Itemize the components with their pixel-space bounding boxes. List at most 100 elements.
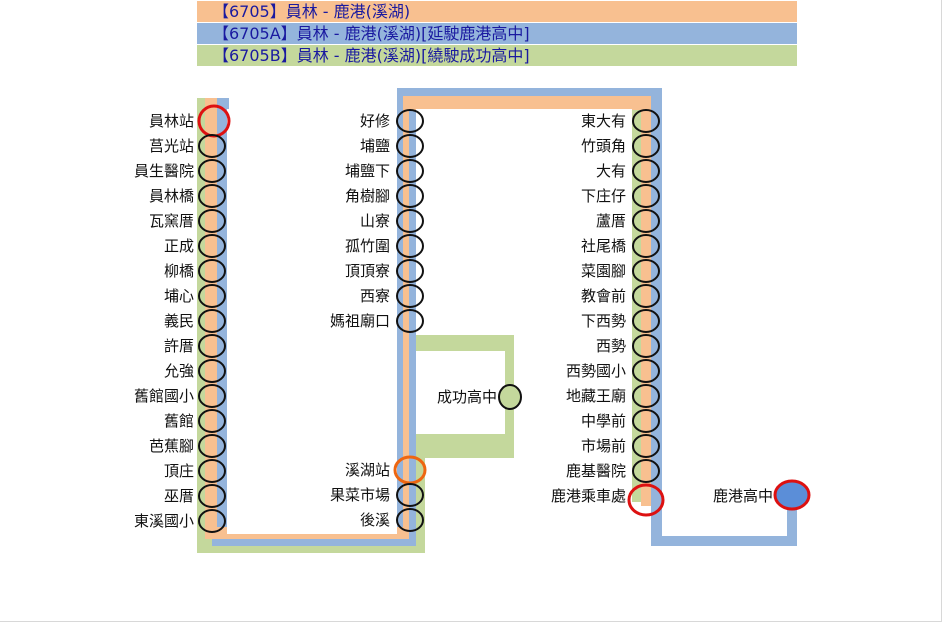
stop-label: 東大有 [581, 112, 626, 130]
stop-marker [198, 284, 226, 308]
stop-label: 教會前 [581, 287, 626, 305]
stop-marker [198, 234, 226, 258]
stop-label: 鹿港高中 [713, 487, 773, 505]
stop-marker [632, 259, 660, 283]
route-6705-band [641, 96, 651, 506]
stop-marker [198, 134, 226, 158]
route-6705-band [205, 98, 217, 539]
stop-marker [632, 359, 660, 383]
stop-marker [396, 284, 424, 308]
stop-label: 頂庄 [164, 462, 194, 480]
stop-label: 市場前 [581, 437, 626, 455]
stop-label: 蘆厝 [596, 212, 626, 230]
stop-marker [632, 134, 660, 158]
stop-label: 義民 [164, 312, 194, 330]
route-interior [425, 458, 632, 558]
stop-label: 山寮 [360, 212, 390, 230]
stop-marker [632, 209, 660, 233]
stop-label: 地藏王廟 [566, 387, 626, 405]
stop-marker [396, 134, 424, 158]
stop-label: 埔心 [164, 287, 194, 305]
route-6705a-extension [651, 536, 797, 546]
stop-marker [198, 484, 226, 508]
stop-label: 舊館 [164, 412, 194, 430]
stop-marker [632, 234, 660, 258]
stop-label: 果菜市場 [330, 486, 390, 504]
extension-terminal-marker [773, 479, 811, 511]
stop-marker [198, 409, 226, 433]
stop-label: 大有 [596, 162, 626, 180]
stop-marker [632, 384, 660, 408]
stop-marker [632, 459, 660, 483]
stop-label: 西勢國小 [566, 362, 626, 380]
route-interior [416, 334, 632, 335]
terminal-stop-marker [627, 483, 665, 517]
branch-stop-marker [498, 384, 522, 410]
stop-marker [396, 259, 424, 283]
stop-label: 允強 [164, 362, 194, 380]
stop-label: 巫厝 [164, 487, 194, 505]
stop-marker [198, 384, 226, 408]
stop-label: 後溪 [360, 511, 390, 529]
stop-label: 埔鹽下 [345, 162, 390, 180]
stop-label: 下西勢 [581, 312, 626, 330]
legend-6705: 【6705】員林 - 鹿港(溪湖) [197, 1, 797, 22]
stop-marker [632, 309, 660, 333]
stop-label: 員生醫院 [134, 162, 194, 180]
route-interior [227, 109, 397, 534]
stop-label: 成功高中 [437, 388, 497, 406]
stop-label: 下庄仔 [581, 187, 626, 205]
stop-label: 柳橋 [164, 262, 194, 280]
stop-label: 中學前 [581, 412, 626, 430]
stop-marker [632, 109, 660, 133]
stop-marker [198, 159, 226, 183]
stop-label: 西勢 [596, 337, 626, 355]
stop-marker [396, 309, 424, 333]
stop-label: 社尾橋 [581, 237, 626, 255]
stop-marker [396, 234, 424, 258]
route-6705a-band [651, 88, 662, 546]
stop-marker [198, 509, 226, 533]
stop-marker [396, 483, 424, 507]
stop-marker [198, 209, 226, 233]
stop-label: 頂頂寮 [345, 262, 390, 280]
stop-marker [632, 434, 660, 458]
stop-label: 許厝 [164, 337, 194, 355]
stop-label: 媽祖廟口 [330, 312, 390, 330]
stop-marker [198, 309, 226, 333]
stop-marker [632, 334, 660, 358]
stop-label: 東溪國小 [134, 512, 194, 530]
stop-label: 瓦窯厝 [149, 212, 194, 230]
stop-label: 竹頭角 [581, 137, 626, 155]
stop-label: 角樹腳 [345, 187, 390, 205]
route-6705a-extension [787, 497, 797, 546]
stop-label: 員林橋 [149, 187, 194, 205]
stop-label: 好修 [360, 112, 390, 130]
stop-label: 西寮 [360, 287, 390, 305]
stop-marker [632, 184, 660, 208]
stop-marker [198, 459, 226, 483]
stop-label: 正成 [164, 237, 194, 255]
stop-marker [198, 334, 226, 358]
route-interior [416, 351, 505, 434]
stop-label: 埔鹽 [360, 137, 390, 155]
stop-label: 孤竹圍 [345, 237, 390, 255]
stop-marker [632, 284, 660, 308]
stop-label: 鹿基醫院 [566, 462, 626, 480]
stop-marker [396, 109, 424, 133]
stop-marker [198, 184, 226, 208]
stop-marker [396, 159, 424, 183]
stop-label: 莒光站 [149, 137, 194, 155]
route-6705-band [403, 96, 409, 539]
stop-label: 舊館國小 [134, 387, 194, 405]
route-6705-band [403, 96, 651, 110]
stop-marker [396, 508, 424, 532]
legend-6705b: 【6705B】員林 - 鹿港(溪湖)[繞駛成功高中] [197, 45, 797, 66]
stop-marker [632, 409, 660, 433]
stop-marker [198, 359, 226, 383]
stop-label: 芭蕉腳 [149, 437, 194, 455]
route-interior [416, 109, 632, 334]
stop-marker [632, 159, 660, 183]
stop-marker [396, 209, 424, 233]
